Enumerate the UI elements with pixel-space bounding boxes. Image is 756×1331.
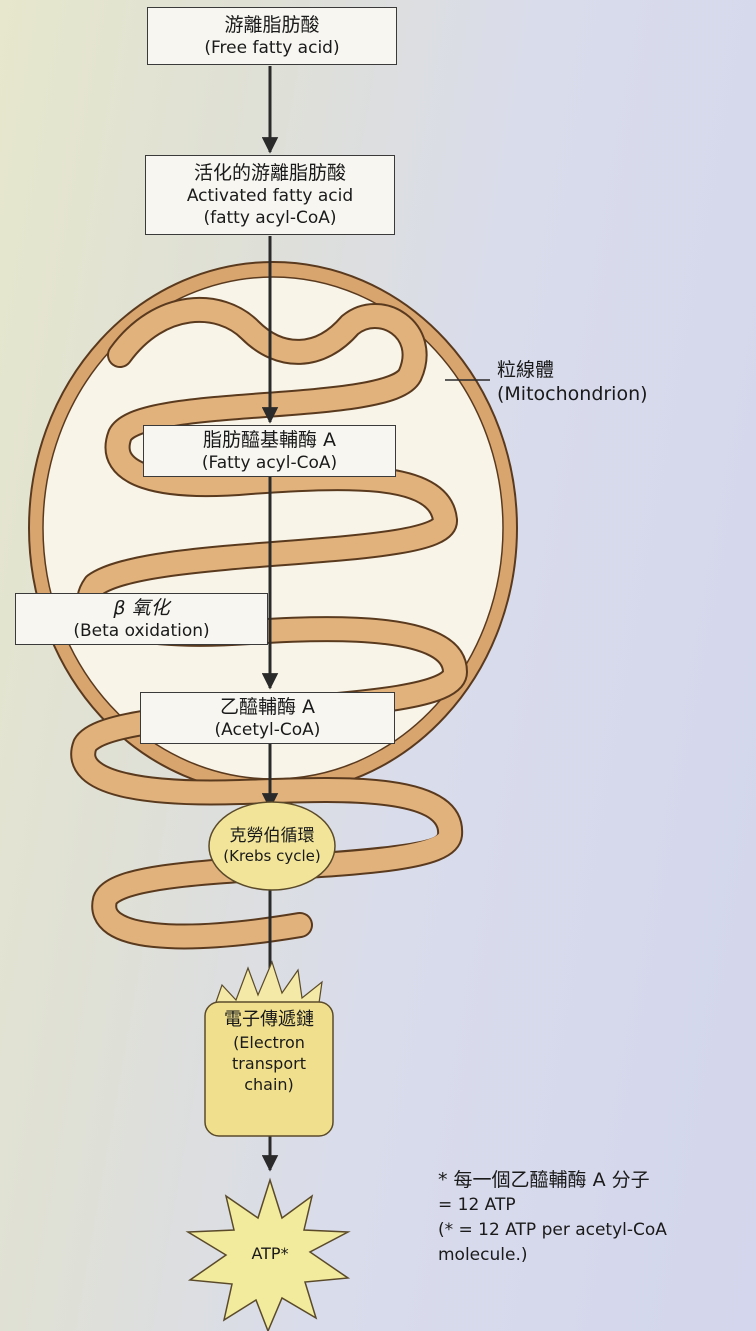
footnote-en1: (* = 12 ATP per acetyl-CoA	[438, 1218, 667, 1243]
acetyl-coa-zh: 乙醯輔酶 A	[141, 695, 394, 719]
activated-fatty-acid-en2: (fatty acyl-CoA)	[146, 207, 394, 229]
activated-fatty-acid-en1: Activated fatty acid	[146, 185, 394, 207]
fatty-acyl-coa-en: (Fatty acyl-CoA)	[202, 453, 337, 473]
free-fatty-acid-box: 游離脂肪酸 (Free fatty acid)	[147, 7, 397, 65]
etc-en3: chain)	[205, 1074, 333, 1095]
electron-transport-chain-label: 電子傳遞鏈 (Electron transport chain)	[205, 1008, 333, 1095]
footnote: * 每一個乙醯輔酶 A 分子 = 12 ATP (* = 12 ATP per …	[438, 1168, 667, 1268]
fatty-acyl-coa-box: 脂肪醯基輔酶 A (Fatty acyl-CoA)	[143, 425, 396, 477]
atp-label: ATP*	[230, 1244, 310, 1263]
beta-oxidation-box: β 氧化 (Beta oxidation)	[15, 593, 268, 645]
acetyl-coa-box: 乙醯輔酶 A (Acetyl-CoA)	[140, 692, 395, 744]
beta-oxidation-en: (Beta oxidation)	[73, 621, 209, 641]
acetyl-coa-en: (Acetyl-CoA)	[215, 720, 321, 740]
mitochondrion-label: 粒線體 (Mitochondrion)	[497, 358, 648, 406]
etc-zh: 電子傳遞鏈	[205, 1008, 333, 1032]
mitochondrion-zh: 粒線體	[497, 358, 648, 382]
beta-oxidation-zh: β 氧化	[16, 596, 267, 620]
etc-en1: (Electron	[205, 1032, 333, 1053]
krebs-cycle-zh: 克勞伯循環	[210, 826, 334, 847]
krebs-cycle-label: 克勞伯循環 (Krebs cycle)	[210, 826, 334, 866]
footnote-zh: * 每一個乙醯輔酶 A 分子	[438, 1168, 667, 1193]
mitochondrion-en: (Mitochondrion)	[497, 382, 648, 406]
footnote-en2: molecule.)	[438, 1243, 667, 1268]
free-fatty-acid-zh: 游離脂肪酸	[148, 13, 396, 37]
footnote-eq: = 12 ATP	[438, 1193, 667, 1218]
fatty-acyl-coa-zh: 脂肪醯基輔酶 A	[144, 428, 395, 452]
free-fatty-acid-en: (Free fatty acid)	[204, 38, 339, 58]
krebs-cycle-en: (Krebs cycle)	[210, 847, 334, 866]
etc-en2: transport	[205, 1053, 333, 1074]
activated-fatty-acid-box: 活化的游離脂肪酸 Activated fatty acid (fatty acy…	[145, 155, 395, 235]
activated-fatty-acid-zh: 活化的游離脂肪酸	[146, 161, 394, 185]
